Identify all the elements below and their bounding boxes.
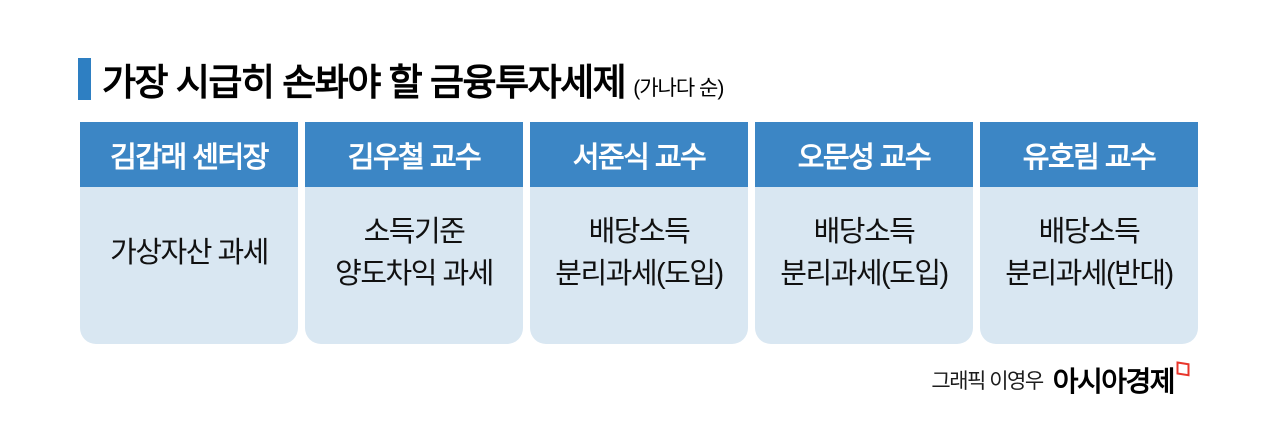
column-header: 서준식 교수 — [530, 122, 748, 187]
column-cell: 가상자산 과세 — [80, 187, 298, 344]
page-title-note: (가나다 순) — [633, 77, 724, 100]
column-header: 김우철 교수 — [305, 122, 523, 187]
column-cell: 배당소득 분리과세(반대) — [980, 187, 1198, 344]
cell-line: 배당소득 — [588, 215, 691, 248]
table-column-oh-mun-seong: 오문성 교수 배당소득 분리과세(도입) — [755, 122, 973, 344]
graphic-credit: 그래픽 이영우 — [931, 370, 1044, 393]
column-header: 오문성 교수 — [755, 122, 973, 187]
cell-line: 양도차익 과세 — [335, 257, 494, 290]
table-column-kim-gap-rae: 김갑래 센터장 가상자산 과세 — [80, 122, 298, 344]
table-column-seo-jun-sik: 서준식 교수 배당소득 분리과세(도입) — [530, 122, 748, 344]
cell-line: 소득기준 — [363, 215, 466, 248]
page-title: 가장 시급히 손봐야 할 금융투자세제 — [102, 52, 627, 106]
cell-line: 분리과세(도입) — [555, 257, 724, 290]
title-accent-bar — [78, 58, 91, 100]
column-header: 김갑래 센터장 — [80, 122, 298, 187]
cell-line: 가상자산 과세 — [110, 236, 269, 269]
page-title-prefix: 가장 시급히 손봐야 할 — [102, 62, 423, 103]
credit-line: 그래픽 이영우 아시아경제 — [931, 361, 1190, 397]
page-title-strong: 금융투자세제 — [429, 62, 627, 103]
cell-line: 배당소득 — [1038, 215, 1141, 248]
column-cell: 배당소득 분리과세(도입) — [530, 187, 748, 344]
brand-logo-text: 아시아경제 — [1052, 366, 1176, 397]
title-row: 가장 시급히 손봐야 할 금융투자세제 (가나다 순) — [78, 52, 724, 106]
cell-line: 배당소득 — [813, 215, 916, 248]
expert-opinion-table: 김갑래 센터장 가상자산 과세 김우철 교수 소득기준 양도차익 과세 서준식 … — [80, 122, 1198, 344]
table-column-kim-woo-cheol: 김우철 교수 소득기준 양도차익 과세 — [305, 122, 523, 344]
column-cell: 배당소득 분리과세(도입) — [755, 187, 973, 344]
speech-mark-icon — [1176, 361, 1190, 377]
column-header: 유호림 교수 — [980, 122, 1198, 187]
column-cell: 소득기준 양도차익 과세 — [305, 187, 523, 344]
table-column-yu-ho-rim: 유호림 교수 배당소득 분리과세(반대) — [980, 122, 1198, 344]
cell-line: 분리과세(반대) — [1005, 257, 1174, 290]
cell-line: 분리과세(도입) — [780, 257, 949, 290]
